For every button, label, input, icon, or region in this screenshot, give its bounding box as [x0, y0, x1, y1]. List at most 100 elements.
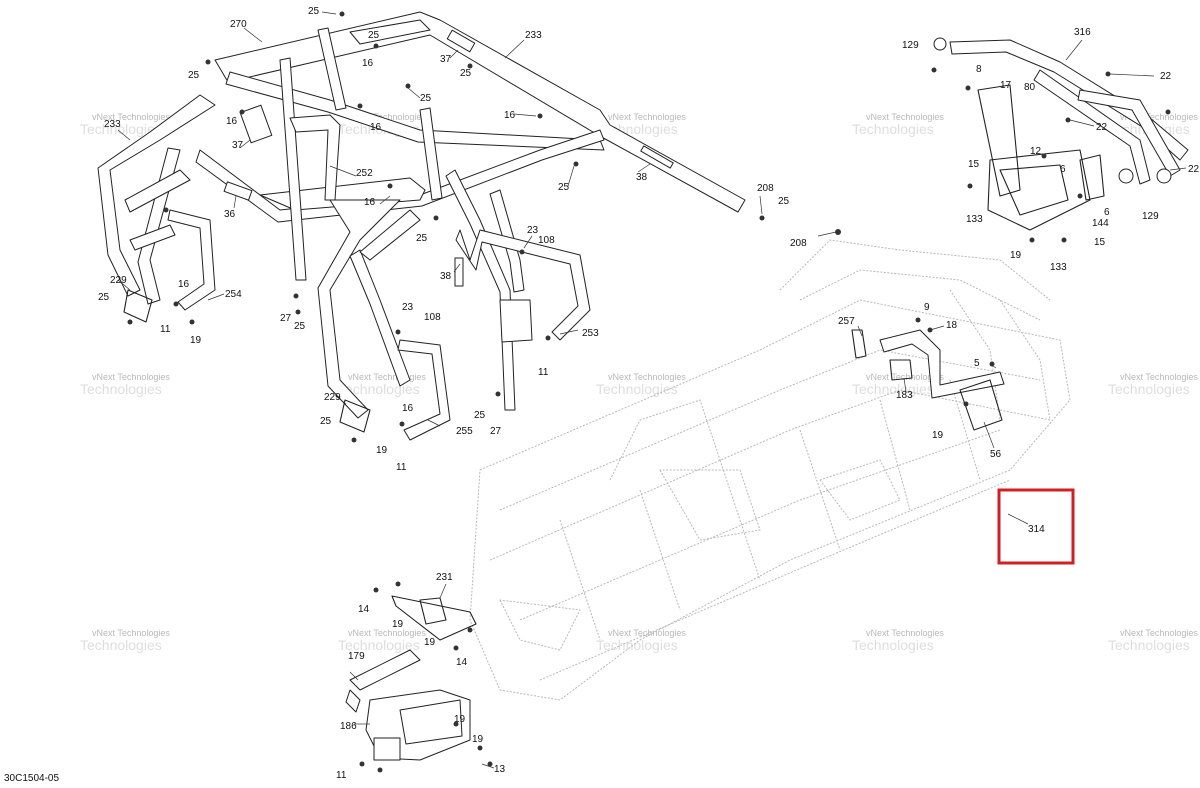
callout-144: 144: [1092, 218, 1109, 229]
callout-25: 25: [558, 182, 570, 193]
callout-129: 129: [1142, 211, 1159, 222]
callout-5: 5: [974, 358, 980, 369]
svg-text:vNext Technologies: vNext Technologies: [92, 112, 170, 122]
callout-19: 19: [472, 734, 484, 745]
roll-cage-assembly: [97, 11, 765, 443]
callout-6: 6: [1060, 164, 1066, 175]
callout-14: 14: [456, 657, 468, 668]
callout-38: 38: [636, 172, 648, 183]
callout-208: 208: [790, 238, 807, 249]
callout-233: 233: [525, 30, 542, 41]
svg-text:vNext Technologies: vNext Technologies: [92, 372, 170, 382]
callout-208: 208: [757, 183, 774, 194]
callout-16: 16: [362, 58, 374, 69]
document-id: 30C1504-05: [4, 773, 60, 784]
callout-9: 9: [924, 302, 930, 313]
callout-23: 23: [402, 302, 414, 313]
callout-183: 183: [896, 390, 913, 401]
svg-text:vNext Technologies: vNext Technologies: [92, 628, 170, 638]
callout-16: 16: [178, 279, 190, 290]
highlight-box: [997, 488, 1075, 565]
callout-27: 27: [490, 426, 502, 437]
callout-108: 108: [538, 235, 555, 246]
callout-316: 316: [1074, 27, 1091, 38]
callout-253: 253: [582, 328, 599, 339]
rear-bumper-assembly: [931, 37, 1189, 243]
callout-18: 18: [946, 320, 958, 331]
callout-25: 25: [98, 292, 110, 303]
callout-36: 36: [224, 209, 236, 220]
callout-19: 19: [392, 619, 404, 630]
callout-19: 19: [454, 714, 466, 725]
callout-25: 25: [308, 6, 320, 17]
callout-16: 16: [370, 122, 382, 133]
callout-255: 255: [456, 426, 473, 437]
callout-25: 25: [460, 68, 472, 79]
svg-text:vNext Technologies: vNext Technologies: [348, 112, 426, 122]
callout-11: 11: [336, 770, 347, 781]
hitch-assembly: [345, 581, 493, 773]
cage-hardware: [127, 11, 765, 443]
callout-labels: 270 25 233 25 37 25 16 25 25 16 16 233 1…: [98, 6, 1200, 781]
callout-37: 37: [232, 140, 244, 151]
callout-233: 233: [104, 119, 121, 130]
callout-23: 23: [527, 225, 539, 236]
rear-mount-bracket: [835, 229, 1005, 431]
callout-17: 17: [1000, 80, 1012, 91]
callout-133: 133: [966, 214, 983, 225]
callout-16: 16: [226, 116, 238, 127]
svg-text:vNext Technologies: vNext Technologies: [866, 112, 944, 122]
callout-257: 257: [838, 316, 855, 327]
callout-19: 19: [376, 445, 388, 456]
callout-11: 11: [160, 324, 171, 335]
callout-19: 19: [1010, 250, 1022, 261]
callout-252: 252: [356, 168, 373, 179]
svg-text:vNext Technologies: vNext Technologies: [348, 628, 426, 638]
callout-13: 13: [494, 764, 506, 775]
callout-314: 314: [1028, 524, 1045, 535]
main-frame-ghost: [469, 239, 1071, 701]
svg-text:Technologies: Technologies: [852, 637, 934, 653]
callout-25: 25: [420, 93, 432, 104]
callout-8: 8: [976, 64, 982, 75]
callout-38: 38: [440, 271, 452, 282]
callout-129: 129: [902, 40, 919, 51]
callout-15: 15: [1094, 237, 1106, 248]
svg-text:vNext Technologies: vNext Technologies: [866, 372, 944, 382]
callout-22: 22: [1188, 164, 1200, 175]
svg-text:vNext Technologies: vNext Technologies: [608, 628, 686, 638]
svg-text:vNext Technologies: vNext Technologies: [1120, 628, 1198, 638]
callout-25: 25: [416, 233, 428, 244]
callout-19: 19: [190, 335, 202, 346]
callout-19: 19: [424, 637, 436, 648]
svg-text:Technologies: Technologies: [852, 381, 934, 397]
callout-254: 254: [225, 289, 242, 300]
callout-108: 108: [424, 312, 441, 323]
callout-25: 25: [474, 410, 486, 421]
callout-14: 14: [358, 604, 370, 615]
callout-6: 6: [1104, 207, 1110, 218]
svg-text:Technologies: Technologies: [1108, 637, 1190, 653]
callout-11: 11: [396, 462, 407, 473]
callout-25: 25: [368, 30, 380, 41]
svg-text:vNext Technologies: vNext Technologies: [1120, 112, 1198, 122]
svg-text:vNext Technologies: vNext Technologies: [866, 628, 944, 638]
callout-15: 15: [968, 159, 980, 170]
callout-22: 22: [1160, 71, 1172, 82]
svg-text:vNext Technologies: vNext Technologies: [608, 112, 686, 122]
svg-text:Technologies: Technologies: [1108, 381, 1190, 397]
callout-270: 270: [230, 19, 247, 30]
callout-80: 80: [1024, 82, 1036, 93]
